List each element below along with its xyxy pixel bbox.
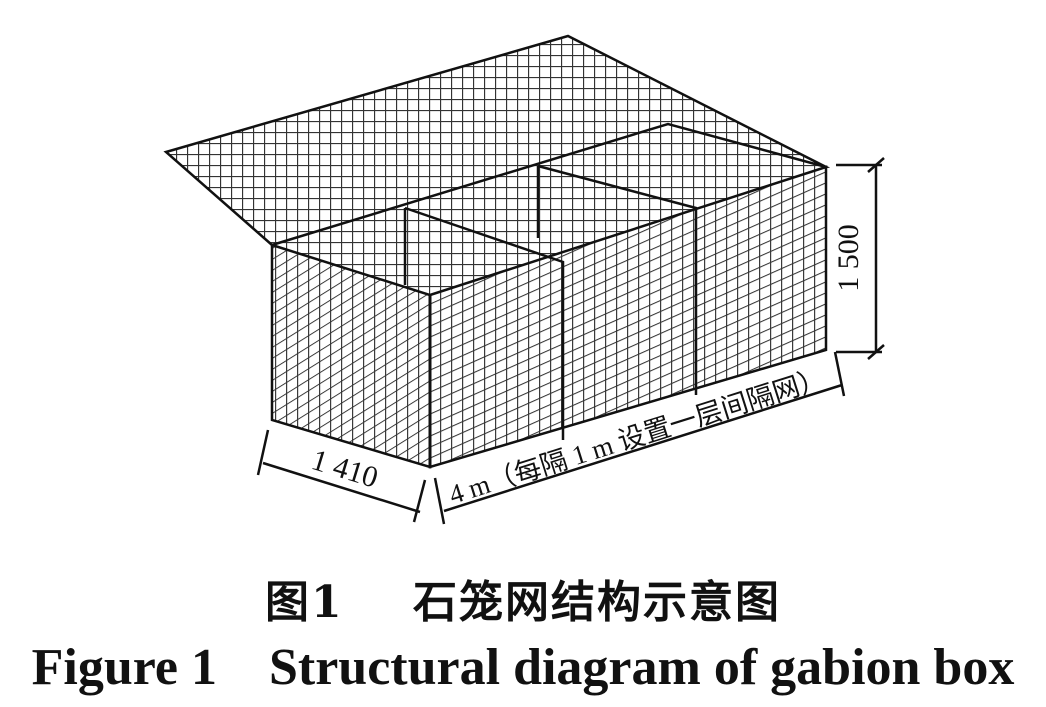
caption-english: Figure 1 Structural diagram of gabion bo… <box>0 638 1046 697</box>
caption-chinese-title: 石笼网结构示意图 <box>412 577 781 628</box>
height-dimension <box>836 157 885 360</box>
length-dimension <box>433 351 846 525</box>
partition-2 <box>537 164 698 395</box>
caption-english-number: Figure 1 <box>31 639 217 696</box>
height-label: 1 500 <box>832 224 865 292</box>
partition-1 <box>404 206 565 440</box>
width-label: 1 410 <box>308 443 382 494</box>
top-rim-back <box>271 122 827 247</box>
caption-english-title: Structural diagram of gabion box <box>268 639 1015 696</box>
caption-chinese: 图1 石笼网结构示意图 <box>0 566 1046 630</box>
caption-chinese-number: 图1 <box>265 577 344 628</box>
width-dimension <box>256 429 427 523</box>
